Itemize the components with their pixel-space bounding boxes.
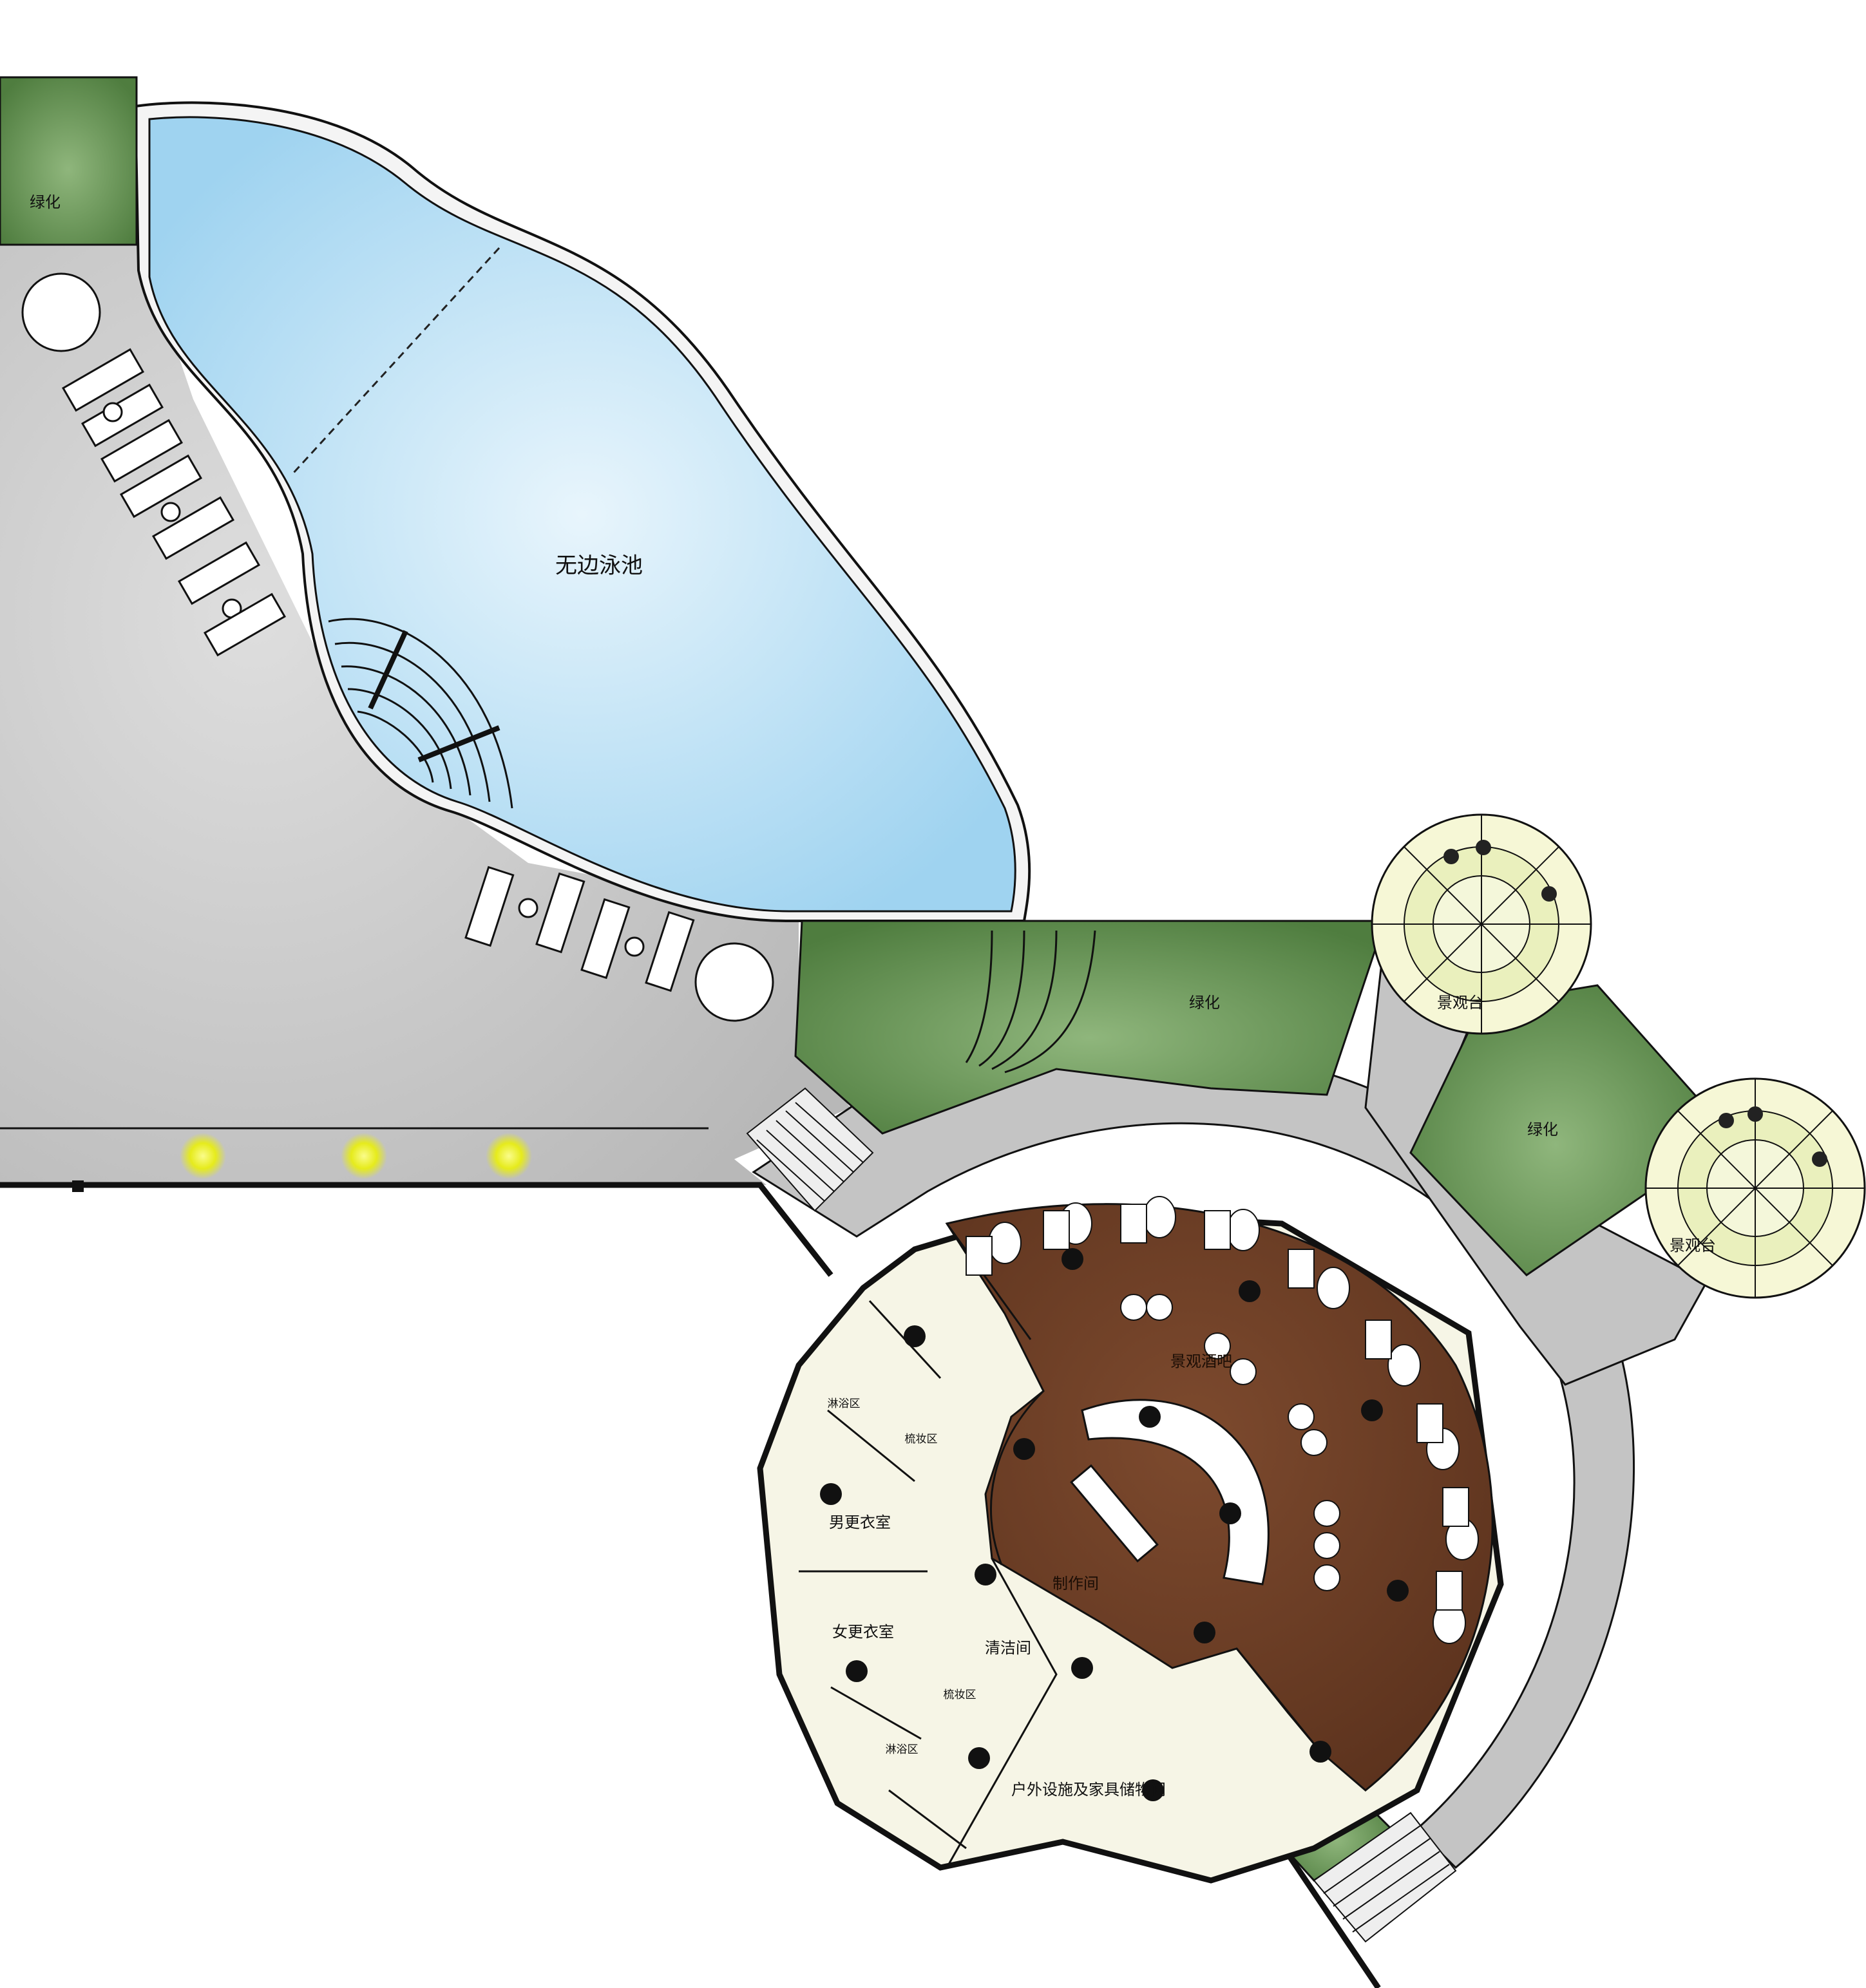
pool-steps: [328, 618, 513, 809]
cleaning-room-label: 清洁间: [985, 1639, 1031, 1657]
bar-counter: [1081, 1399, 1270, 1586]
stairs-south: [1313, 1812, 1457, 1943]
womens-locker-label: 女更衣室: [832, 1623, 894, 1641]
infinity-pool: 无边泳池: [133, 101, 1031, 922]
prep-room-label: 制作间: [1052, 1575, 1099, 1593]
prep-counter: [1070, 1464, 1159, 1563]
pool-label: 无边泳池: [555, 553, 643, 579]
south-edge: [0, 1127, 833, 1277]
interior-walls: [799, 1223, 1322, 1868]
stairs-northwest: [746, 1087, 874, 1212]
bar-label: 景观酒吧: [1170, 1352, 1232, 1370]
greenery-right-label: 绿化: [1527, 1121, 1558, 1139]
lamp-icon: [180, 1133, 226, 1179]
greenery-middle: 绿化: [794, 920, 1387, 1135]
bar-seating: [966, 1196, 1479, 1644]
lookout-1: 景观台: [1371, 813, 1592, 1035]
greenery-middle-label: 绿化: [1189, 994, 1220, 1012]
greenery-top-left-label: 绿化: [30, 193, 61, 211]
lamp-icon: [486, 1133, 532, 1179]
lamp-icon: [341, 1133, 387, 1179]
columns: [820, 1248, 1409, 1801]
lookout-2: 景观台: [1644, 1077, 1866, 1299]
mens-locker-label: 男更衣室: [829, 1513, 891, 1531]
greenery-top-left: 绿化: [0, 76, 138, 246]
bar-floor: [945, 1203, 1494, 1792]
patio-furniture: [21, 272, 774, 1022]
shower-bottom-label: 淋浴区: [886, 1743, 919, 1756]
shower-top-label: 淋浴区: [828, 1397, 861, 1410]
storage-label: 户外设施及家具储物间: [1011, 1781, 1166, 1799]
vanity-top-label: 梳妆区: [905, 1433, 938, 1446]
lookout-1-label: 景观台: [1437, 994, 1483, 1012]
lamps: [180, 1133, 532, 1179]
lookout-2-label: 景观台: [1670, 1236, 1716, 1254]
vanity-bottom-label: 梳妆区: [944, 1689, 976, 1701]
south-wall: [1273, 1833, 1381, 1988]
